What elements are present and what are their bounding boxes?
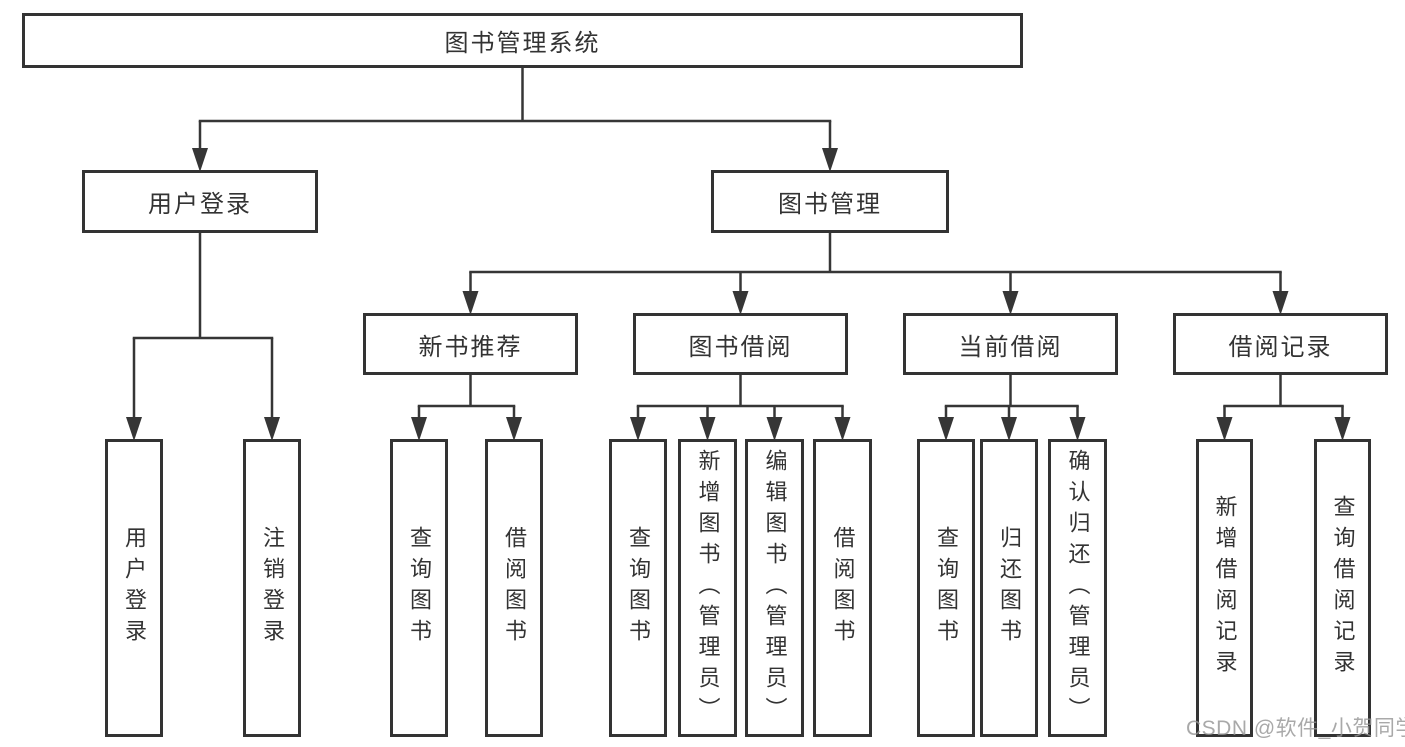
node-label-query-borrow-record: 查询借阅记录 — [1330, 495, 1356, 681]
node-label-confirm-return-admin: 确认归还（管理员） — [1065, 448, 1091, 728]
node-add-borrow-record: 新增借阅记录 — [1196, 439, 1253, 737]
node-label-return-books: 归还图书 — [997, 526, 1022, 650]
node-query-books-rec: 查询图书 — [390, 439, 448, 737]
node-label-borrow-records: 借阅记录 — [1228, 333, 1333, 361]
node-label-query-books-current: 查询图书 — [934, 526, 959, 650]
node-confirm-return-admin: 确认归还（管理员） — [1048, 439, 1107, 737]
node-logout: 注销登录 — [243, 439, 301, 737]
node-label-current-borrow: 当前借阅 — [958, 333, 1063, 361]
node-borrow-books-rec: 借阅图书 — [485, 439, 543, 737]
node-label-edit-books-admin: 编辑图书（管理员） — [762, 448, 788, 728]
node-label-book-mgmt: 图书管理 — [778, 191, 882, 218]
node-label-add-borrow-record: 新增借阅记录 — [1212, 495, 1238, 681]
node-current-borrow: 当前借阅 — [903, 313, 1118, 375]
node-label-user-login-v: 用户登录 — [122, 526, 147, 650]
node-book-mgmt: 图书管理 — [711, 170, 949, 233]
node-edit-books-admin: 编辑图书（管理员） — [745, 439, 804, 737]
node-label-new-book-rec: 新书推荐 — [418, 333, 523, 361]
node-label-logout: 注销登录 — [260, 526, 285, 650]
node-new-book-rec: 新书推荐 — [363, 313, 578, 375]
node-label-borrow-books: 借阅图书 — [830, 526, 856, 650]
node-query-books-current: 查询图书 — [917, 439, 975, 737]
node-return-books: 归还图书 — [980, 439, 1038, 737]
node-label-user-login: 用户登录 — [148, 191, 252, 218]
node-user-login-v: 用户登录 — [105, 439, 163, 737]
node-label-root: 图书管理系统 — [444, 30, 601, 57]
node-label-query-books-rec: 查询图书 — [407, 526, 432, 650]
node-label-book-borrow: 图书借阅 — [688, 333, 793, 361]
node-root: 图书管理系统 — [22, 13, 1023, 68]
node-label-add-books-admin: 新增图书（管理员） — [695, 448, 721, 728]
node-query-borrow-record: 查询借阅记录 — [1314, 439, 1371, 737]
node-user-login: 用户登录 — [82, 170, 318, 233]
node-label-borrow-books-rec: 借阅图书 — [502, 526, 527, 650]
node-query-books-borrow: 查询图书 — [609, 439, 667, 737]
node-borrow-books: 借阅图书 — [813, 439, 872, 737]
node-borrow-records: 借阅记录 — [1173, 313, 1388, 375]
node-add-books-admin: 新增图书（管理员） — [678, 439, 737, 737]
node-book-borrow: 图书借阅 — [633, 313, 848, 375]
node-label-query-books-borrow: 查询图书 — [626, 526, 651, 650]
watermark: CSDN @软件_小贺同学 — [1186, 717, 1405, 740]
